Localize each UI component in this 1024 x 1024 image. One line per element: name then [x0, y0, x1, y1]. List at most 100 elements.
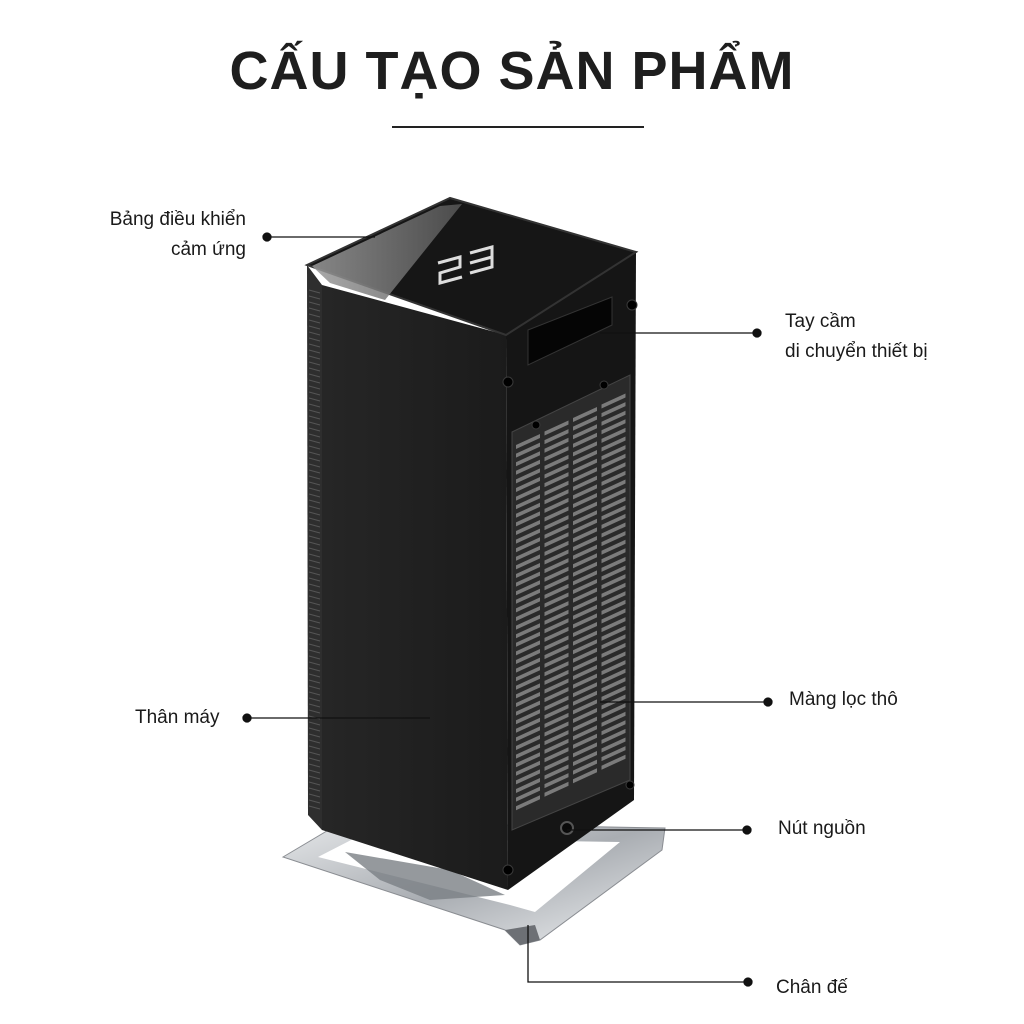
- filter-slot: [544, 532, 569, 548]
- left-grille-slot: [308, 457, 321, 462]
- left-grille-slot: [308, 541, 321, 546]
- left-grille-slot: [308, 733, 321, 738]
- left-grille-slot: [308, 805, 321, 810]
- left-grille-slot: [308, 439, 321, 444]
- left-grille-slot: [308, 421, 321, 426]
- left-grille-slot: [308, 601, 321, 606]
- filter-slot: [601, 479, 626, 495]
- label-pre-filter: Màng lọc thô: [789, 689, 898, 710]
- left-grille-slot: [308, 547, 321, 552]
- filter-slot: [516, 752, 540, 768]
- filter-slot: [544, 429, 569, 445]
- left-grille-slot: [308, 667, 321, 672]
- filter-slot: [573, 647, 597, 663]
- left-grille-slot: [308, 559, 321, 564]
- filter-slot: [573, 415, 597, 431]
- filter-slot: [573, 587, 597, 603]
- left-grille-slot: [308, 463, 321, 468]
- label-body: Thân máy: [135, 707, 220, 728]
- left-grille-slot: [308, 487, 321, 492]
- filter-slot: [516, 597, 540, 613]
- filter-slot: [544, 454, 569, 470]
- left-grille-slot: [308, 301, 321, 306]
- filter-slot: [601, 677, 626, 693]
- filter-slot: [601, 419, 626, 435]
- filter-slot: [573, 432, 597, 448]
- filter-slot: [573, 467, 597, 483]
- filter-slot: [601, 393, 626, 409]
- left-grille-slot: [308, 535, 321, 540]
- filter-slot: [601, 660, 626, 676]
- filter-slot: [573, 725, 597, 741]
- filter-slot: [544, 446, 569, 462]
- filter-slot: [601, 470, 626, 486]
- filter-slot: [601, 685, 626, 701]
- filter-slot: [601, 746, 626, 762]
- filter-slot: [516, 563, 540, 578]
- filter-slot: [573, 407, 597, 422]
- filter-slot: [573, 768, 597, 784]
- filter-slot: [516, 795, 540, 811]
- filter-slot: [601, 410, 626, 426]
- filter-slot: [601, 574, 626, 590]
- left-grille-slot: [308, 469, 321, 474]
- left-grille-slot: [308, 637, 321, 642]
- filter-slot: [516, 528, 540, 544]
- filter-slot: [544, 695, 569, 711]
- filter-slot: [601, 634, 626, 650]
- filter-slot: [516, 692, 540, 707]
- power-button[interactable]: [560, 821, 574, 835]
- filter-slot: [544, 618, 569, 634]
- left-grille-slot: [308, 793, 321, 798]
- filter-slot: [601, 548, 626, 564]
- left-grille-slot: [308, 517, 321, 522]
- filter-slot: [516, 571, 540, 587]
- left-grille-slot: [308, 703, 321, 708]
- filter-slot: [516, 434, 540, 449]
- left-grille-slot: [308, 625, 321, 630]
- left-grille-slot: [308, 745, 321, 750]
- filter-slot: [544, 773, 569, 789]
- filter-slot: [573, 716, 597, 732]
- filter-slot: [516, 520, 540, 535]
- left-grille-slot: [308, 751, 321, 756]
- filter-slot: [601, 522, 626, 538]
- filter-slot: [573, 570, 597, 586]
- filter-slot: [573, 665, 597, 680]
- filter-slot: [544, 480, 569, 496]
- left-grille-slot: [308, 331, 321, 336]
- filter-slot: [516, 545, 540, 561]
- filter-slot: [544, 704, 569, 720]
- filter-slot: [573, 493, 597, 508]
- filter-slot: [516, 614, 540, 630]
- left-grille-slot: [308, 673, 321, 678]
- left-grille-slot: [308, 511, 321, 516]
- panel-glass-reflection: [312, 204, 462, 300]
- left-grille-slot: [308, 685, 321, 690]
- label-line: Tay cầm: [785, 311, 856, 332]
- filter-slot: [573, 441, 597, 457]
- left-grille-slot: [308, 391, 321, 396]
- display-digits: [437, 245, 494, 285]
- left-grille-slot: [308, 433, 321, 438]
- filter-slot: [544, 755, 569, 771]
- filter-slot: [544, 687, 569, 703]
- filter-slot: [516, 674, 540, 690]
- page-title: CẤU TẠO SẢN PHẨM: [229, 41, 795, 101]
- left-grille-slot: [308, 655, 321, 660]
- left-grille-slot: [308, 499, 321, 504]
- filter-slot: [573, 656, 597, 672]
- left-grille-slots: [308, 289, 321, 810]
- left-grille-slot: [308, 613, 321, 618]
- left-grille-slot: [308, 607, 321, 612]
- filter-slot: [544, 747, 569, 763]
- filter-slot: [601, 488, 626, 504]
- filter-slot: [516, 606, 540, 621]
- filter-slot: [516, 623, 540, 639]
- filter-slot: [544, 764, 569, 780]
- left-grille-slot: [308, 595, 321, 600]
- label-control-panel: Bảng điều khiển cảm ứng: [110, 205, 246, 265]
- filter-slot: [544, 506, 569, 522]
- label-line: di chuyển thiết bị: [785, 341, 928, 362]
